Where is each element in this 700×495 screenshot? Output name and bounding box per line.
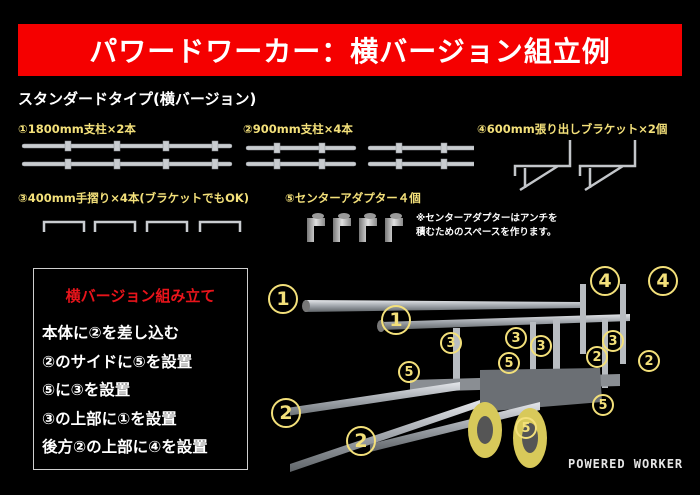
callout-part-3: 3 bbox=[602, 330, 624, 352]
callout-part-5: 5 bbox=[498, 352, 520, 374]
assembly-step: 後方②の上部に④を設置 bbox=[42, 438, 208, 456]
callout-part-2: 2 bbox=[638, 350, 660, 372]
callout-part-3: 3 bbox=[505, 327, 527, 349]
part-label-4: ④600mm張り出しブラケット×2個 bbox=[477, 122, 668, 136]
adapter-note-line1: ※センターアダプターはアンチを bbox=[416, 213, 558, 224]
assembled-cart-image bbox=[290, 284, 630, 472]
part-label-2: ②900mm支柱×4本 bbox=[243, 122, 353, 136]
part-label-3: ③400mm手摺り×4本(ブラケットでもOK) bbox=[18, 191, 250, 205]
long-pole-image bbox=[21, 140, 233, 170]
short-pole-image bbox=[245, 142, 474, 170]
callout-part-2: 2 bbox=[586, 346, 608, 368]
callout-part-5: 5 bbox=[592, 394, 614, 416]
adapter-note-line2: 積むためのスペースを作ります。 bbox=[416, 227, 557, 238]
assembly-step: ⑤に③を設置 bbox=[42, 381, 131, 399]
subtitle: スタンダードタイプ(横バージョン) bbox=[18, 90, 257, 108]
adapter-note: ※センターアダプターはアンチを 積むためのスペースを作ります。 bbox=[416, 212, 557, 240]
callout-part-5: 5 bbox=[398, 361, 420, 383]
title-banner: パワードワーカー：横バージョン組立例 bbox=[18, 24, 682, 76]
part-label-5: ⑤センターアダプター４個 bbox=[285, 191, 421, 205]
assembly-step: ②のサイドに⑤を設置 bbox=[42, 352, 193, 371]
handrail-image bbox=[42, 220, 242, 232]
callout-part-4: 4 bbox=[590, 266, 620, 296]
brand-logo: POWERED WORKER bbox=[568, 457, 684, 471]
callout-part-5: 5 bbox=[515, 417, 537, 439]
callout-part-2: 2 bbox=[271, 398, 301, 428]
callout-part-2: 2 bbox=[346, 426, 376, 456]
assembly-instructions-box: 横バージョン組み立て 本体に②を差し込む ②のサイドに⑤を設置 ⑤に③を設置 ③… bbox=[33, 268, 248, 470]
page-title: パワードワーカー：横バージョン組立例 bbox=[89, 35, 611, 68]
assembly-title: 横バージョン組み立て bbox=[65, 287, 216, 305]
assembly-steps: 本体に②を差し込む ②のサイドに⑤を設置 ⑤に③を設置 ③の上部に①を設置 後方… bbox=[42, 319, 208, 462]
assembly-step: ③の上部に①を設置 bbox=[42, 409, 177, 428]
callout-part-1: 1 bbox=[381, 305, 411, 335]
center-adapter-image bbox=[307, 213, 403, 242]
assembly-step: 本体に②を差し込む bbox=[42, 324, 180, 342]
callout-part-3: 3 bbox=[440, 332, 462, 354]
callout-part-1: 1 bbox=[268, 284, 298, 314]
bracket-image bbox=[513, 140, 637, 192]
callout-part-4: 4 bbox=[648, 266, 678, 296]
callout-part-3: 3 bbox=[530, 335, 552, 357]
part-label-1: ①1800mm支柱×2本 bbox=[18, 122, 136, 136]
